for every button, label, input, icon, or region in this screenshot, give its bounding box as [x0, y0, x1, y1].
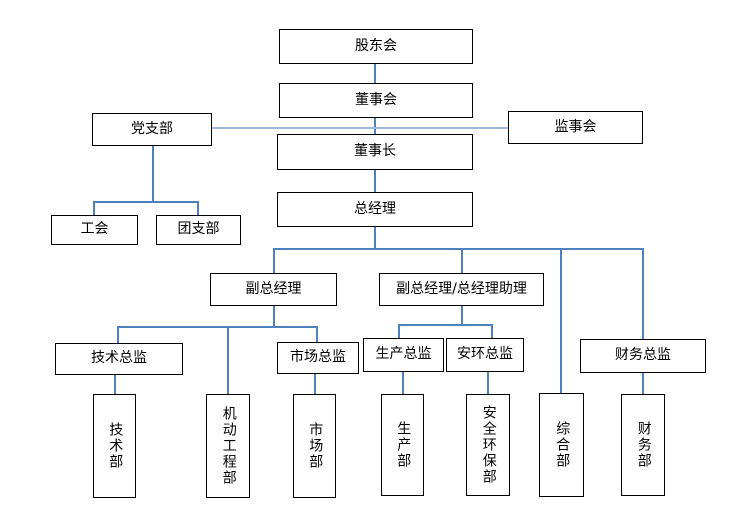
node-general-manager[interactable]: 总经理 — [277, 192, 473, 227]
connector-bus-youth — [197, 201, 199, 215]
connector-techdir-techdept — [114, 375, 116, 394]
node-shareholders-meeting[interactable]: 股东会 — [279, 29, 473, 64]
node-chairman[interactable]: 董事长 — [277, 134, 473, 170]
node-safety-env-director[interactable]: 安环总监 — [446, 338, 524, 372]
connector-party-supervisory — [212, 127, 508, 129]
connector-main-bus — [273, 248, 643, 250]
node-youth-league-branch[interactable]: 团支部 — [156, 215, 241, 245]
node-labor-union[interactable]: 工会 — [51, 215, 138, 245]
node-safety-env-protection-dept[interactable]: 安全环保部 — [466, 394, 510, 496]
connector-proddir-proddept — [402, 372, 404, 394]
connector-assistant-bus — [398, 324, 492, 326]
connector-bus-deputygm-assistant — [461, 248, 463, 273]
connector-party-bus — [93, 201, 198, 203]
connector-bus-general-dept — [560, 248, 562, 393]
connector-bus-safedir — [491, 324, 493, 338]
node-marketing-dept[interactable]: 市场部 — [293, 394, 336, 498]
connector-bus-techdir — [117, 326, 119, 343]
connector-findir-findept — [642, 373, 644, 394]
connector-chairman-gm — [374, 170, 376, 192]
connector-bus-deputygm — [273, 248, 275, 273]
connector-shareholders-board — [374, 64, 376, 83]
connector-bus-union — [93, 201, 95, 215]
connector-bus-mktdir — [316, 326, 318, 342]
connector-deputygm-down — [273, 306, 275, 327]
connector-mktdir-mktdept — [314, 374, 316, 394]
connector-bus-mechdept — [227, 326, 229, 394]
node-finance-dept[interactable]: 财务部 — [621, 394, 665, 496]
connector-safedir-safedept — [487, 372, 489, 394]
connector-bus-finance-director — [642, 248, 644, 339]
connector-board-chairman — [374, 118, 376, 134]
node-general-affairs-dept[interactable]: 综合部 — [539, 393, 584, 497]
connector-party-down — [152, 146, 154, 202]
node-deputy-general-manager[interactable]: 副总经理 — [210, 273, 337, 306]
node-board-of-directors[interactable]: 董事会 — [279, 83, 473, 118]
connector-assistant-down — [461, 306, 463, 325]
connector-bus-proddir — [398, 324, 400, 338]
node-production-director[interactable]: 生产总监 — [363, 338, 444, 372]
node-technical-dept[interactable]: 技术部 — [93, 394, 136, 498]
node-party-branch[interactable]: 党支部 — [92, 113, 212, 146]
node-finance-director[interactable]: 财务总监 — [580, 339, 706, 373]
connector-deputygm-bus — [117, 326, 317, 328]
node-supervisory-board[interactable]: 监事会 — [508, 111, 643, 144]
connector-gm-bus — [374, 227, 376, 249]
node-mechanical-engineering-dept[interactable]: 机动工程部 — [206, 394, 250, 498]
node-technical-director[interactable]: 技术总监 — [55, 343, 183, 375]
node-deputy-gm-gm-assistant[interactable]: 副总经理/总经理助理 — [379, 273, 544, 306]
node-marketing-director[interactable]: 市场总监 — [277, 342, 359, 374]
node-production-dept[interactable]: 生产部 — [381, 394, 424, 496]
